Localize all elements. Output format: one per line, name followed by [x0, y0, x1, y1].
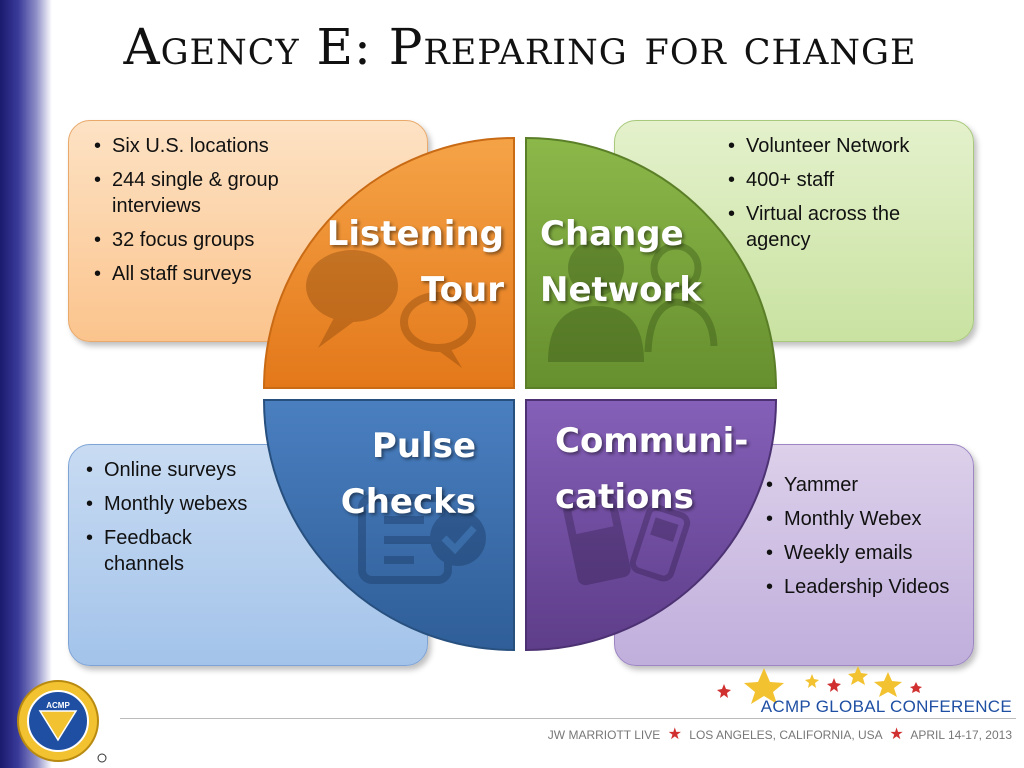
bullet-item: 32 focus groups: [92, 227, 332, 253]
pulse-checks-quadrant: [262, 399, 515, 652]
communications-quadrant: [525, 399, 778, 652]
bullet-item: Leadership Videos: [764, 574, 964, 600]
communications-bullets: Yammer Monthly Webex Weekly emails Leade…: [764, 472, 964, 608]
listening-tour-quadrant: [262, 136, 515, 389]
label-line: Pulse: [371, 426, 476, 466]
star-icon: [805, 674, 819, 688]
speech-bubbles-icon: [306, 250, 476, 368]
change-network-label: Change Network: [540, 206, 702, 318]
logo-text: ACMP: [46, 701, 70, 710]
star-icon: [848, 666, 868, 685]
bullet-item: 244 single & group interviews: [92, 167, 332, 219]
change-network-quadrant: [525, 136, 778, 389]
people-icon: [548, 240, 718, 362]
star-icon: ★: [667, 726, 682, 743]
label-line: Listening: [326, 214, 504, 254]
bullet-item: Monthly webexs: [84, 491, 274, 517]
checklist-icon: [358, 494, 486, 584]
pulse-checks-label: Pulse Checks: [341, 418, 476, 530]
bullet-item: Weekly emails: [764, 540, 964, 566]
bullet-item: Online surveys: [84, 457, 274, 483]
change-network-bullets: Volunteer Network 400+ staff Virtual acr…: [726, 133, 956, 261]
bullet-item: Monthly Webex: [764, 506, 964, 532]
label-line: Communi-: [555, 421, 749, 461]
label-line: Tour: [420, 270, 504, 310]
conference-title: ACMP GLOBAL CONFERENCE: [760, 697, 1012, 716]
location-text: LOS ANGELES, CALIFORNIA, USA: [689, 728, 883, 742]
slide-title: Agency E: Preparing for change: [123, 18, 917, 76]
star-icon: ★: [889, 726, 904, 743]
star-icon: [910, 682, 922, 693]
communications-label: Communi- cations: [555, 413, 748, 525]
listening-tour-label: Listening Tour: [327, 206, 504, 318]
bullet-item: Feedback channels: [84, 525, 274, 577]
phones-icon: [563, 494, 691, 586]
pulse-checks-bullets: Online surveys Monthly webexs Feedback c…: [84, 457, 274, 585]
star-icon: [744, 668, 784, 704]
bullet-item: Volunteer Network: [726, 133, 956, 159]
bullet-item: All staff surveys: [92, 261, 332, 287]
label-line: Network: [540, 270, 702, 310]
bullet-item: Virtual across the agency: [726, 201, 956, 253]
star-icon: [717, 684, 731, 698]
label-line: cations: [555, 477, 694, 517]
bullet-item: 400+ staff: [726, 167, 956, 193]
left-accent-bar: [0, 0, 52, 768]
label-line: Change: [540, 214, 684, 254]
footer-divider: [120, 718, 1016, 719]
bullet-item: Six U.S. locations: [92, 133, 332, 159]
dates-text: APRIL 14-17, 2013: [910, 728, 1012, 742]
star-icon: [827, 678, 841, 692]
star-icon: [874, 672, 902, 697]
bullet-item: Yammer: [764, 472, 964, 498]
venue-text: JW MARRIOTT LIVE: [547, 728, 661, 742]
footer-event-details: JW MARRIOTT LIVE ★ LOS ANGELES, CALIFORN…: [548, 724, 1012, 744]
label-line: Checks: [340, 482, 476, 522]
listening-tour-bullets: Six U.S. locations 244 single & group in…: [92, 133, 332, 295]
decorative-stars: [717, 666, 922, 704]
acmp-logo: ACMP: [17, 680, 107, 763]
